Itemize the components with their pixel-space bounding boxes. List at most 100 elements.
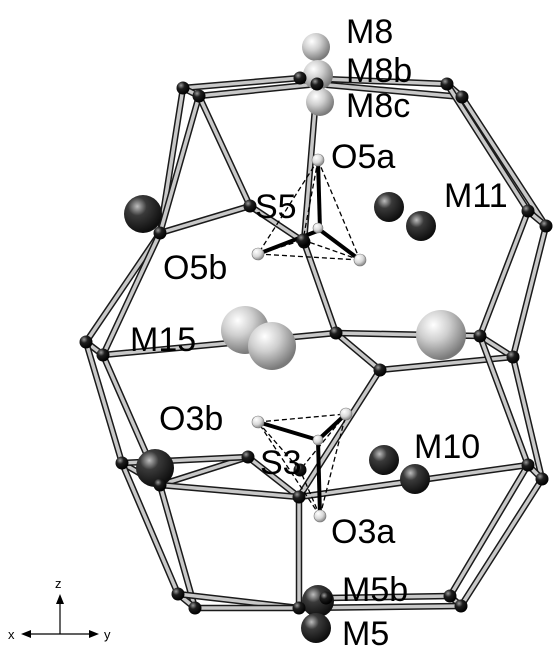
tetra5-edge-3 — [302, 159, 319, 241]
tetra5-edge-5 — [302, 239, 361, 261]
bond-28 — [84, 340, 124, 465]
s3-o-bond-1 — [257, 420, 319, 442]
framework-node-t — [241, 450, 255, 464]
m8c-atom — [306, 88, 334, 116]
bond-12 — [158, 204, 252, 235]
bond-1 — [197, 82, 319, 98]
m11-atom-1 — [374, 192, 404, 222]
bond-27 — [101, 331, 338, 357]
bond-45 — [324, 594, 452, 600]
m15-ring-right — [416, 310, 466, 360]
framework-node-a — [176, 81, 190, 95]
bond-37 — [158, 483, 301, 499]
bond-32 — [511, 355, 544, 481]
framework-node-b2 — [443, 589, 457, 603]
o3b-atom — [251, 415, 265, 429]
label-m5: M5 — [342, 615, 389, 652]
framework-node-r — [115, 456, 129, 470]
bond-16 — [302, 240, 338, 335]
framework-node-u — [292, 490, 306, 504]
m5-atom — [301, 613, 331, 643]
bond-34 — [158, 455, 250, 487]
framework-node-h — [243, 199, 257, 213]
bond-22 — [478, 334, 515, 359]
framework-node-z1 — [292, 601, 306, 615]
label-m10: M10 — [414, 428, 480, 466]
label-m8b: M8b — [346, 52, 412, 90]
axis-indicator: z x y — [8, 576, 111, 642]
label-s3: S3 — [260, 444, 302, 482]
bond-13 — [197, 94, 252, 208]
label-m15: M15 — [130, 321, 196, 359]
s3-atom — [293, 463, 307, 477]
o3d-atom — [312, 434, 324, 446]
axis-label-y: y — [104, 627, 111, 642]
tetrahedra — [257, 159, 362, 517]
o5d-atom — [312, 222, 324, 234]
bond-17 — [84, 231, 162, 344]
framework-node-w — [535, 472, 549, 486]
m10-ring-left — [136, 449, 174, 487]
bond-10 — [460, 95, 548, 228]
framework-node-y1 — [188, 601, 202, 615]
bond-39 — [120, 461, 180, 596]
framework-node-n — [329, 326, 343, 340]
framework-node-j — [521, 204, 535, 218]
label-o5b: O5b — [163, 249, 227, 287]
bond-5 — [315, 82, 464, 99]
bond-21 — [511, 224, 548, 359]
label-o3b: O3b — [159, 400, 223, 438]
label-m11: M11 — [444, 177, 508, 215]
bond-18 — [101, 231, 162, 357]
s5-o-bond-1 — [257, 228, 321, 256]
bond-35 — [246, 455, 301, 499]
m10-atom-1 — [369, 445, 399, 475]
framework-node-q — [506, 350, 520, 364]
bond-26 — [297, 368, 382, 499]
m11-atom-2 — [406, 211, 436, 241]
bond-49 — [459, 477, 544, 608]
framework-node-e — [440, 77, 454, 91]
bond-20 — [478, 209, 530, 338]
label-m8c: M8c — [346, 87, 410, 125]
tetra3-edge-2 — [257, 413, 347, 423]
framework-node-x1 — [171, 587, 185, 601]
bond-40 — [158, 483, 197, 610]
tetra3-edge-3 — [299, 469, 321, 517]
m15-atom-2 — [248, 322, 296, 370]
framework-node-b — [192, 89, 206, 103]
o5a-atom — [311, 153, 325, 167]
tetra5-edge-2 — [257, 253, 361, 261]
atoms — [79, 33, 553, 643]
tetra5-edge-1 — [317, 159, 361, 261]
tetra5-edge-0 — [257, 159, 319, 255]
o5b-atom — [251, 247, 265, 261]
s5-o-bond-2 — [318, 228, 362, 262]
framework-node-s — [153, 478, 167, 492]
bond-9 — [445, 82, 530, 213]
s5-o-bond-0 — [316, 159, 322, 231]
bond-31 — [478, 334, 530, 467]
framework-node-o — [373, 363, 387, 377]
label-s5: S5 — [255, 188, 297, 226]
bond-48 — [448, 463, 530, 598]
bond-0 — [181, 76, 302, 90]
framework-node-p — [473, 329, 487, 343]
m10-atom-2 — [400, 464, 430, 494]
framework-node-a2 — [319, 591, 333, 605]
bond-8 — [158, 94, 201, 235]
m8b-atom — [303, 60, 333, 90]
framework-node-l — [79, 335, 93, 349]
framework-node-c — [293, 71, 307, 85]
o5c-atom — [353, 253, 367, 267]
tetra3-edge-1 — [319, 413, 347, 517]
m15-ring-left — [124, 195, 162, 233]
tetra3-edge-0 — [257, 421, 321, 517]
s5-atom — [296, 233, 310, 247]
o3c-atom — [339, 407, 353, 421]
framework-node-k — [539, 219, 553, 233]
axis-label-z: z — [55, 576, 62, 591]
m8-atom — [302, 33, 330, 61]
label-m8: M8 — [346, 13, 393, 51]
